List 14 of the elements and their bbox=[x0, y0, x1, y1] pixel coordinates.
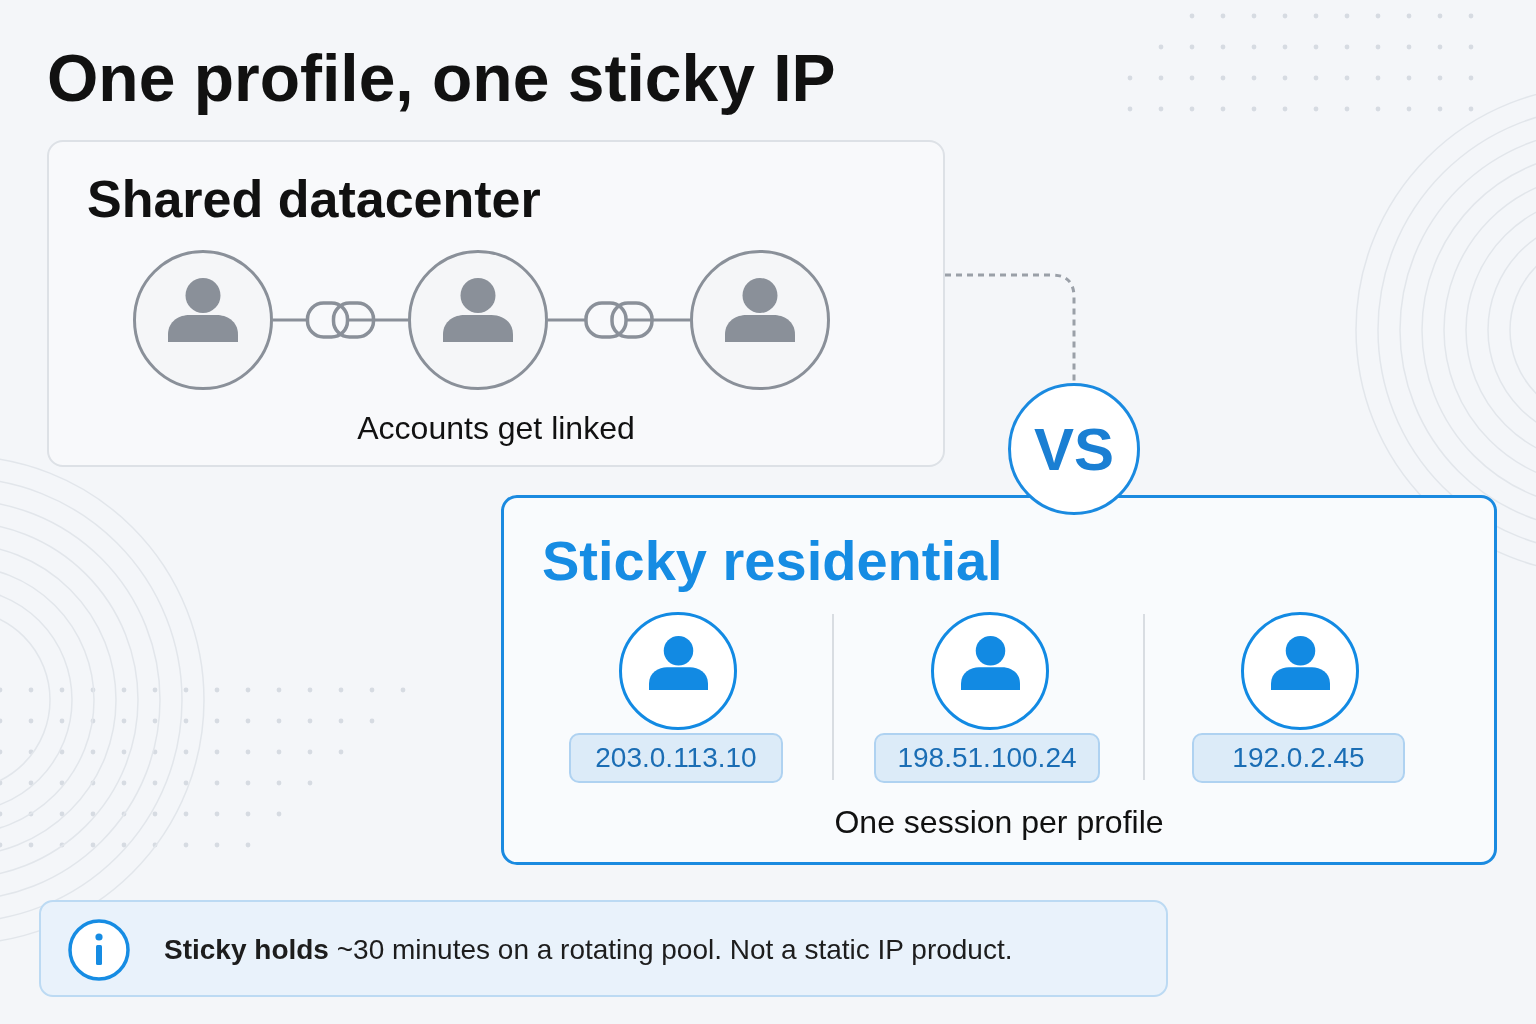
vs-label: VS bbox=[1033, 414, 1114, 484]
panel-caption: Accounts get linked bbox=[356, 410, 636, 447]
comparison-panel bbox=[501, 495, 1497, 865]
info-note-box bbox=[39, 900, 1168, 997]
note-text: Sticky holds ~30 minutes on a rotating pool. Not a static IP product. bbox=[164, 934, 1013, 966]
ip-address-tag: 198.51.100.24 bbox=[874, 733, 1100, 783]
panel-heading: Shared datacenter bbox=[87, 169, 541, 229]
panel-caption: One session per profile bbox=[833, 804, 1165, 841]
comparison-panel bbox=[47, 140, 945, 467]
panel-heading: Sticky residential bbox=[542, 528, 1003, 593]
ip-address-tag: 192.0.2.45 bbox=[1192, 733, 1405, 783]
title: One profile, one sticky IP bbox=[47, 40, 836, 116]
ip-address-tag: 203.0.113.10 bbox=[569, 733, 783, 783]
dashed-connector bbox=[945, 273, 1076, 383]
